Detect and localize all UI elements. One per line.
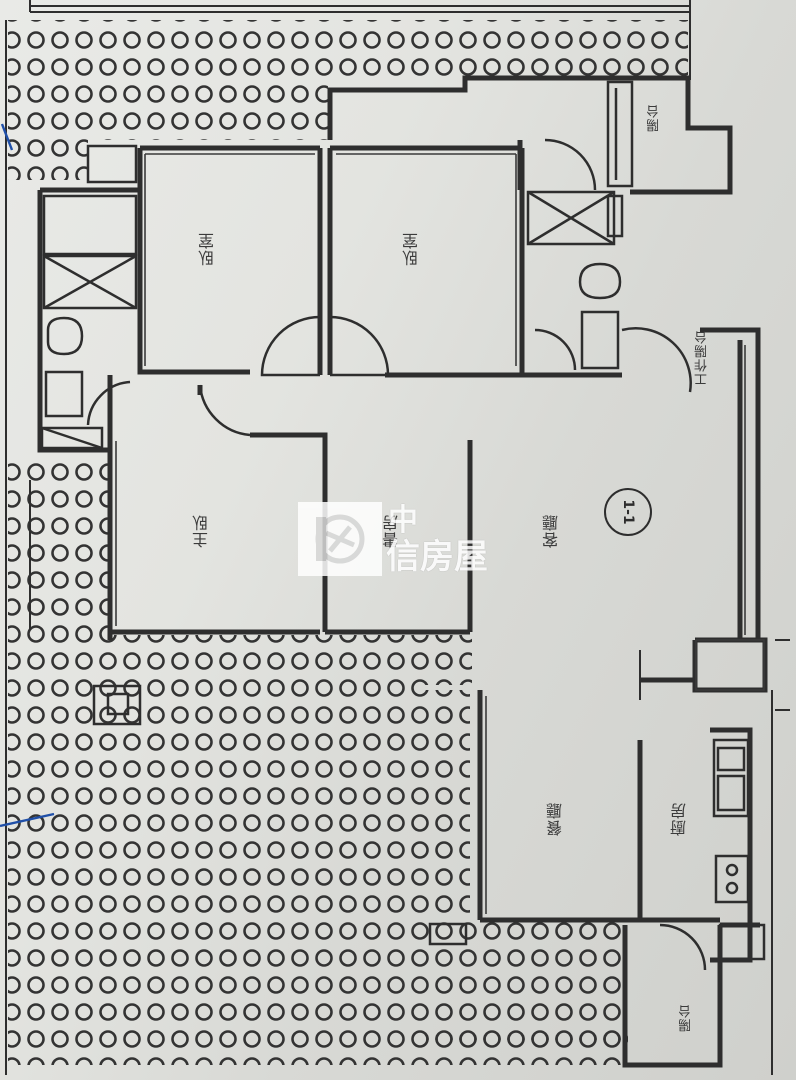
door-swings <box>86 138 707 971</box>
left-bathroom-fixtures <box>40 194 138 450</box>
zhongxin-logo-icon <box>298 502 382 576</box>
unit-tag: 1-1 <box>604 488 652 536</box>
room-label-master-bedroom: 主臥 <box>192 514 211 548</box>
room-label-balcony-top: 陽台 <box>647 104 662 132</box>
terrace-pattern <box>8 20 688 1065</box>
blue-pen-marks <box>0 123 55 828</box>
kitchen-appliances <box>712 738 766 961</box>
boundary-lines <box>5 0 773 1075</box>
inner-lines <box>115 153 765 914</box>
right-bathroom-fixtures <box>526 190 624 370</box>
room-label-living: 客廳 <box>542 514 561 548</box>
watermark-text: 中 信房屋 <box>386 503 488 575</box>
watermark: 中 信房屋 <box>298 502 488 576</box>
room-label-utility: 工作陽台 <box>695 330 710 386</box>
walls <box>37 75 768 1068</box>
top-balcony-fixtures <box>86 80 634 946</box>
room-label-bedroom-a: 臥室 <box>198 232 217 266</box>
watermark-line2: 信房屋 <box>386 537 488 577</box>
room-label-dining: 餐廳 <box>546 802 565 836</box>
room-label-bedroom-b: 臥室 <box>402 232 421 266</box>
watermark-line1: 中 <box>388 503 418 538</box>
unit-tag-text: 1-1 <box>620 499 636 525</box>
room-label-balcony-bottom: 陽台 <box>679 1004 694 1032</box>
window-markers <box>29 480 790 711</box>
room-label-kitchen: 廚房 <box>670 802 689 836</box>
